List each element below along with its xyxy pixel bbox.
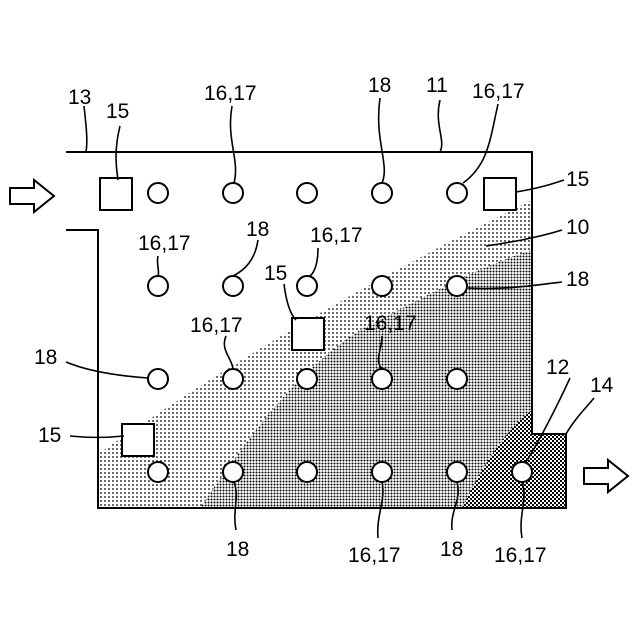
label-18-left: 18 bbox=[34, 346, 57, 369]
label-18-bottom-right: 18 bbox=[440, 538, 463, 561]
circle-icon bbox=[447, 183, 467, 203]
circle-icon bbox=[223, 276, 243, 296]
circle-icon bbox=[447, 462, 467, 482]
circle-icon bbox=[372, 462, 392, 482]
label-16-17-row2-mid: 16,17 bbox=[310, 224, 363, 247]
label-16-17-bottom-right: 16,17 bbox=[494, 544, 547, 567]
circle-icon bbox=[148, 276, 168, 296]
circle-icon bbox=[372, 276, 392, 296]
circle-icon bbox=[297, 369, 317, 389]
label-15-bottom-left: 15 bbox=[38, 424, 61, 447]
circle-icon bbox=[297, 276, 317, 296]
label-15-top-right: 15 bbox=[566, 168, 589, 191]
outlet-arrow-icon bbox=[584, 460, 628, 492]
circle-icon bbox=[447, 276, 467, 296]
label-16-17-top: 16,17 bbox=[204, 82, 257, 105]
label-16-17-row3-mid: 16,17 bbox=[364, 312, 417, 335]
circle-icon bbox=[223, 183, 243, 203]
label-16-17-bottom: 16,17 bbox=[348, 544, 401, 567]
label-16-17-row2-left: 16,17 bbox=[138, 232, 191, 255]
label-15-center: 15 bbox=[264, 262, 287, 285]
circle-icon bbox=[297, 183, 317, 203]
circle-icon bbox=[297, 462, 317, 482]
label-14: 14 bbox=[590, 374, 614, 397]
label-10: 10 bbox=[566, 216, 589, 239]
circle-icon bbox=[148, 462, 168, 482]
circle-icon bbox=[223, 369, 243, 389]
circle-icon bbox=[148, 183, 168, 203]
circle-icon bbox=[447, 369, 467, 389]
label-18-bottom: 18 bbox=[226, 538, 249, 561]
label-16-17-row3-left: 16,17 bbox=[190, 314, 243, 337]
circle-icon bbox=[148, 369, 168, 389]
circle-icon bbox=[372, 183, 392, 203]
circle-icon bbox=[223, 462, 243, 482]
label-12: 12 bbox=[546, 356, 569, 379]
label-11: 11 bbox=[426, 74, 448, 97]
circle-icon bbox=[512, 462, 532, 482]
label-18-top: 18 bbox=[368, 74, 391, 97]
label-15-top-left: 15 bbox=[106, 100, 129, 123]
square-icon bbox=[292, 318, 324, 350]
circle-icon bbox=[372, 369, 392, 389]
label-16-17-top-right: 16,17 bbox=[472, 80, 525, 103]
square-icon bbox=[122, 424, 154, 456]
inlet-arrow-icon bbox=[10, 180, 54, 212]
square-icon bbox=[484, 178, 516, 210]
square-icon bbox=[100, 178, 132, 210]
label-18-right: 18 bbox=[566, 268, 589, 291]
label-18-row2: 18 bbox=[246, 218, 269, 241]
label-13: 13 bbox=[68, 86, 91, 109]
